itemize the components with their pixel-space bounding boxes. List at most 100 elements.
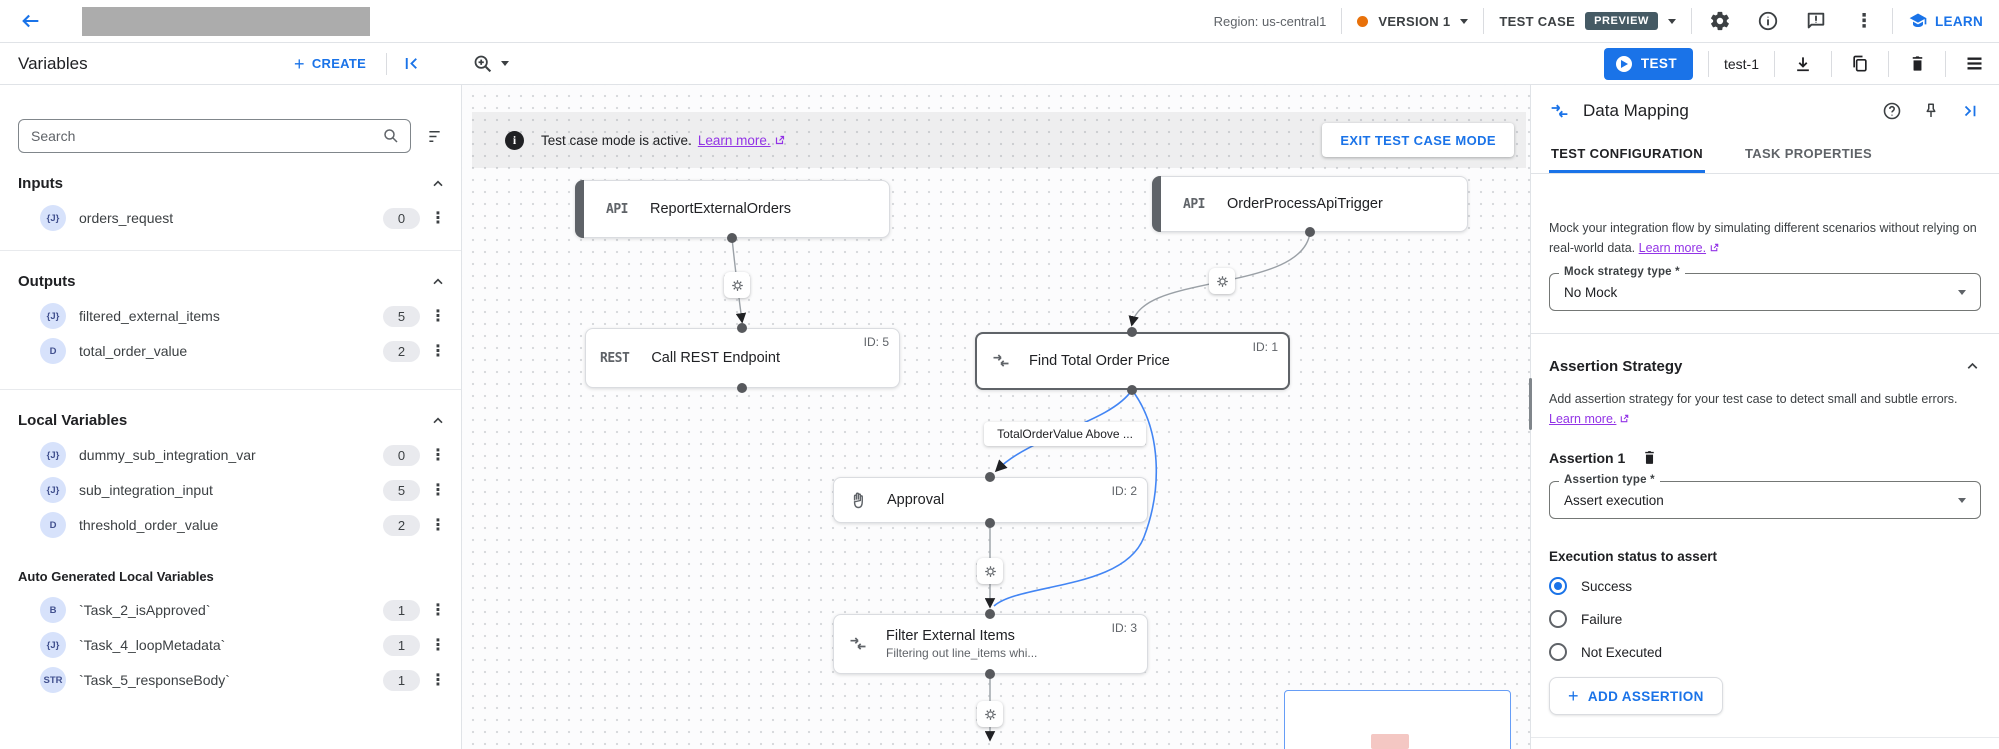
tab-task-properties[interactable]: TASK PROPERTIES [1744,146,1873,161]
edge-gear-icon[interactable] [977,701,1003,727]
sort-variables-button[interactable] [423,123,449,149]
mock-strategy-select[interactable]: Mock strategy type * No Mock [1549,266,1981,311]
chevron-down-icon [1460,18,1469,24]
error-highlight [1371,734,1409,749]
learn-more-link[interactable]: Learn more. [1549,412,1630,426]
assertion-type-select[interactable]: Assertion type * Assert execution [1549,474,1981,519]
back-arrow-icon [22,14,39,28]
execution-status-label: Execution status to assert [1549,549,1718,564]
copy-button[interactable] [1847,51,1873,77]
version-dropdown[interactable]: VERSION 1 [1357,14,1469,29]
double-type-icon: D [40,512,66,538]
test-case-dropdown[interactable]: TEST CASE PREVIEW [1499,12,1676,30]
learn-button[interactable]: LEARN [1908,11,1983,31]
flow-canvas[interactable]: API ReportExternalOrders API OrderProces… [462,85,1530,749]
external-link-icon [1621,414,1629,423]
node-id: ID: 5 [863,335,889,349]
test-button-label: TEST [1640,56,1677,71]
radio-not-executed[interactable]: Not Executed [1549,641,1981,663]
more-options-icon[interactable]: ⋮ [430,482,446,499]
variable-row[interactable]: {J} filtered_external_items 5 ⋮ [0,300,461,332]
variable-row[interactable]: {J} `Task_4_loopMetadata` 1 ⋮ [0,629,461,661]
help-button[interactable] [1879,98,1905,124]
node-title: OrderProcessApiTrigger [1226,196,1383,212]
pin-panel-button[interactable] [1918,98,1944,124]
tab-test-configuration[interactable]: TEST CONFIGURATION [1549,135,1705,173]
menu-button[interactable] [1961,51,1987,77]
rest-badge: REST [600,350,630,366]
learn-more-link[interactable]: Learn more. [698,133,786,148]
create-variable-button[interactable]: + CREATE [294,43,366,84]
settings-button[interactable] [1707,8,1733,34]
back-button[interactable] [16,6,46,36]
edge-gear-icon[interactable] [977,558,1003,584]
variable-name: orders_request [79,210,174,226]
exit-test-case-mode-button[interactable]: EXIT TEST CASE MODE [1322,123,1514,157]
more-options-icon[interactable]: ⋮ [430,637,446,654]
collapse-sidebar-button[interactable] [402,43,421,84]
learn-more-link[interactable]: Learn more. [1639,241,1720,255]
more-options-icon[interactable]: ⋮ [430,517,446,534]
external-link-icon [1710,243,1719,252]
delete-assertion-icon[interactable] [1641,449,1658,466]
banner-text: Test case mode is active. [541,132,692,148]
variable-row[interactable]: D total_order_value 2 ⋮ [0,335,461,367]
node-filter-external-items[interactable]: Filter External Items Filtering out line… [833,614,1148,674]
connection-dot [985,609,995,619]
variable-row[interactable]: {J} sub_integration_input 5 ⋮ [0,474,461,506]
play-icon [1615,55,1632,72]
download-button[interactable] [1790,51,1816,77]
node-order-process-api-trigger[interactable]: API OrderProcessApiTrigger [1152,176,1468,232]
divider [1945,50,1946,77]
radio-label: Not Executed [1581,644,1663,660]
chevron-up-icon[interactable] [1964,358,1981,375]
panel-scrollbar-thumb[interactable] [1529,378,1532,430]
variable-row[interactable]: {J} dummy_sub_integration_var 0 ⋮ [0,439,461,471]
more-options-icon[interactable]: ⋮ [430,447,446,464]
connection-dot [737,323,747,333]
assertion-strategy-section: Assertion Strategy [1549,358,1981,375]
chevron-up-icon[interactable] [430,274,446,290]
connection-dot [985,669,995,679]
node-approval[interactable]: Approval ID: 2 [833,477,1148,523]
edge-gear-icon[interactable] [1209,268,1235,294]
edge-gear-icon[interactable] [724,272,750,298]
assertion-description: Add assertion strategy for your test cas… [1549,392,1958,426]
node-call-rest-endpoint[interactable]: REST Call REST Endpoint ID: 5 [585,328,900,388]
chevron-up-icon[interactable] [430,413,446,429]
collapse-panel-button[interactable] [1957,98,1983,124]
collapse-left-icon [405,57,417,70]
connection-dot [985,472,995,482]
radio-failure[interactable]: Failure [1549,608,1981,630]
variable-row[interactable]: D threshold_order_value 2 ⋮ [0,509,461,541]
external-link-icon [775,135,784,144]
edge-condition-label[interactable]: TotalOrderValue Above ... [984,422,1146,446]
feedback-button[interactable] [1803,8,1829,34]
search-input[interactable] [19,128,382,144]
zoom-control[interactable] [472,43,509,84]
test-button[interactable]: TEST [1603,47,1693,80]
add-assertion-button[interactable]: + ADD ASSERTION [1549,677,1723,715]
more-options-button[interactable]: ⋮ [1851,8,1877,34]
chevron-up-icon[interactable] [430,176,446,192]
feedback-icon [1807,12,1825,29]
node-report-external-orders[interactable]: API ReportExternalOrders [575,180,890,238]
variable-row[interactable]: STR `Task_5_responseBody` 1 ⋮ [0,664,461,696]
delete-button[interactable] [1904,51,1930,77]
node-find-total-order-price[interactable]: Find Total Order Price ID: 1 [975,332,1290,390]
boolean-type-icon: B [40,597,66,623]
variable-row[interactable]: B `Task_2_isApproved` 1 ⋮ [0,594,461,626]
more-options-icon[interactable]: ⋮ [430,210,446,227]
more-options-icon[interactable]: ⋮ [430,308,446,325]
radio-success[interactable]: Success [1549,575,1981,597]
more-options-icon[interactable]: ⋮ [430,343,446,360]
divider [1483,8,1485,34]
info-button[interactable] [1755,8,1781,34]
radio-icon [1549,577,1567,595]
more-options-icon[interactable]: ⋮ [430,602,446,619]
partial-node-box[interactable] [1284,690,1511,749]
variable-row[interactable]: {J} orders_request 0 ⋮ [0,202,461,234]
more-options-icon[interactable]: ⋮ [430,672,446,689]
chevron-down-icon [501,61,509,66]
panel-title: Data Mapping [1583,101,1689,120]
